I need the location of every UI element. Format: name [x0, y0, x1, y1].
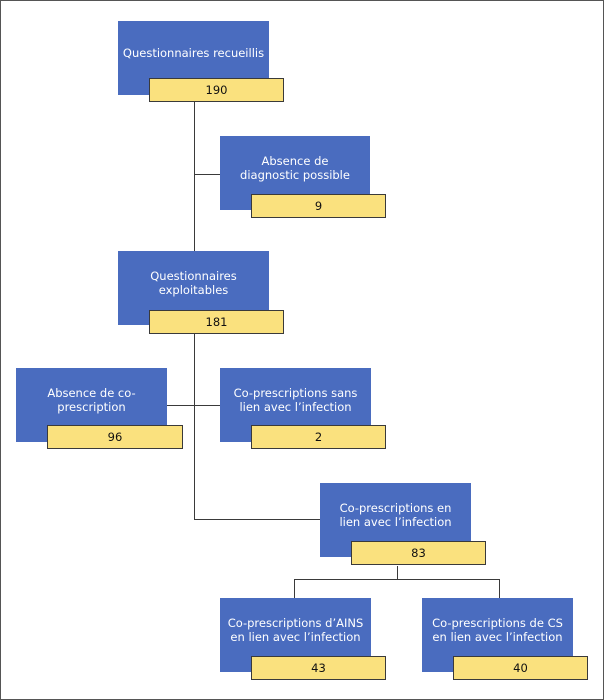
- no-coprescription-label: Absence de co-prescription: [47, 386, 136, 414]
- cs-value: 40: [453, 656, 588, 680]
- no-diagnosis-label: Absence de diagnostic possible: [240, 154, 350, 182]
- connector-split-bar: [294, 579, 500, 580]
- connector-related-split: [397, 566, 398, 579]
- unrelated-value: 2: [251, 425, 386, 449]
- no-coprescription-value: 96: [47, 425, 183, 449]
- connector-to-related: [194, 519, 320, 520]
- related-label: Co-prescriptions en lien avec l’infectio…: [339, 501, 452, 529]
- related-value: 83: [351, 541, 486, 565]
- usable-label: Questionnaires exploitables: [150, 269, 237, 297]
- cs-label: Co-prescriptions de CS en lien avec l’in…: [432, 616, 563, 644]
- unrelated-label: Co-prescriptions sans lien avec l’infect…: [233, 386, 358, 414]
- collected-label: Questionnaires recueillis: [122, 46, 265, 60]
- connector-to-no-diagnosis: [194, 174, 220, 175]
- usable-value: 181: [149, 310, 284, 334]
- connector-to-cs: [499, 579, 500, 598]
- nsaid-value: 43: [251, 656, 386, 680]
- nsaid-label: Co-prescriptions d’AINS en lien avec l’i…: [227, 616, 364, 644]
- no-diagnosis-value: 9: [251, 194, 386, 218]
- collected-value: 190: [149, 78, 284, 102]
- connector-usable-related: [194, 333, 195, 520]
- connector-no-coprescription-unrelated: [167, 405, 220, 406]
- connector-collected-usable: [194, 101, 195, 251]
- connector-to-nsaid: [294, 579, 295, 598]
